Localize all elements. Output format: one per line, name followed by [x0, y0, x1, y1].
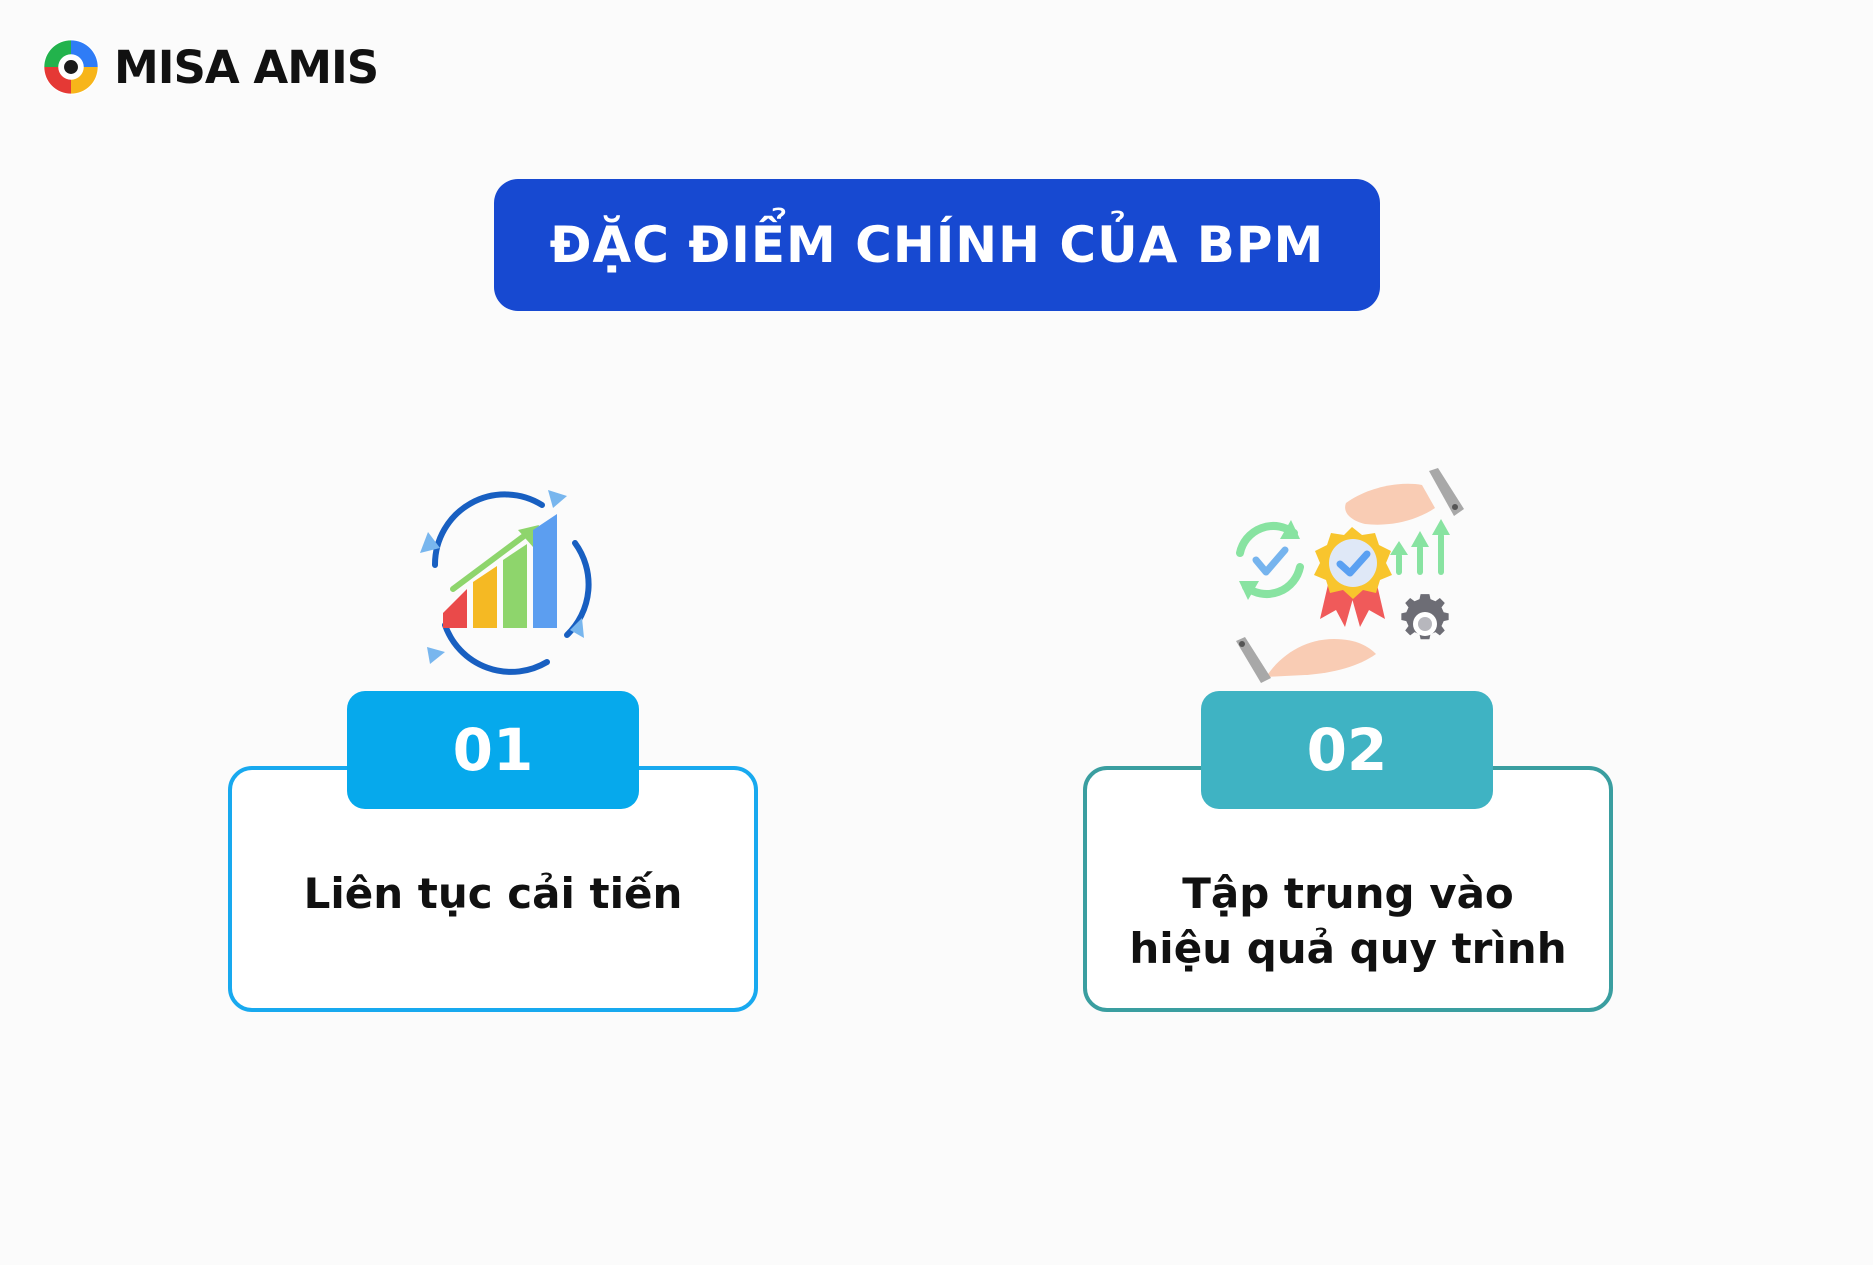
- misa-amis-logo-icon: [43, 39, 99, 95]
- feature-number-text-01: 01: [452, 716, 534, 784]
- brand-logo: MISA AMIS: [42, 38, 379, 96]
- growth-chart-icon: [420, 490, 592, 675]
- feature-card-01: Liên tục cải tiến: [228, 766, 758, 1012]
- feature-number-01: 01: [347, 691, 639, 809]
- page-title: ĐẶC ĐIỂM CHÍNH CỦA BPM: [549, 216, 1325, 274]
- feature-label-01: Liên tục cải tiến: [303, 869, 683, 918]
- feature-number-text-02: 02: [1306, 716, 1388, 784]
- quality-process-icon: [1236, 468, 1464, 683]
- feature-number-02: 02: [1201, 691, 1493, 809]
- brand-name: MISA AMIS: [114, 40, 379, 94]
- title-banner: ĐẶC ĐIỂM CHÍNH CỦA BPM: [494, 179, 1380, 311]
